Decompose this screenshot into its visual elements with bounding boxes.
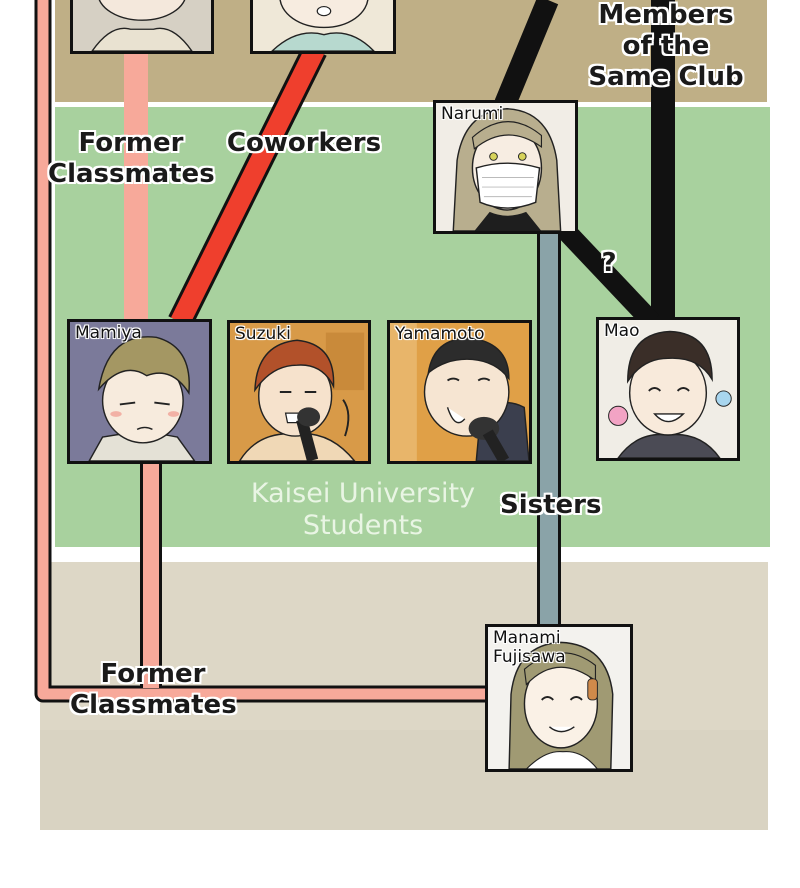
- top-left-character-card: [70, 0, 214, 54]
- character-card-narumi: Narumi: [433, 100, 578, 234]
- label-kaisei-university-students: Kaisei University Students: [250, 478, 476, 541]
- label-question: ?: [601, 248, 617, 278]
- character-name-manami-fujisawa: Manami Fujisawa: [493, 628, 566, 667]
- bottom-zone-band: [40, 730, 768, 830]
- character-name-suzuki: Suzuki: [235, 324, 291, 344]
- character-card-yamamoto: Yamamoto: [387, 320, 532, 464]
- character-name-mao: Mao: [604, 321, 640, 341]
- character-card-mao: Mao: [596, 317, 740, 461]
- label-former-classmates-top: Former Classmates: [48, 128, 215, 189]
- label-coworkers: Coworkers: [226, 128, 382, 158]
- character-card-manami-fujisawa: Manami Fujisawa: [485, 624, 633, 772]
- label-club-members: Members of the Same Club: [588, 0, 744, 92]
- club-line-narumi: [494, 0, 559, 109]
- character-name-yamamoto: Yamamoto: [395, 324, 485, 344]
- character-card-mamiya: Mamiya: [67, 319, 212, 464]
- character-name-narumi: Narumi: [441, 104, 504, 124]
- top-middle-character-card: [250, 0, 396, 54]
- question-line: [557, 223, 660, 329]
- label-sisters: Sisters: [500, 490, 602, 520]
- character-card-suzuki: Suzuki: [227, 320, 371, 464]
- label-former-classmates-bottom: Former Classmates: [70, 659, 237, 720]
- character-name-mamiya: Mamiya: [75, 323, 142, 343]
